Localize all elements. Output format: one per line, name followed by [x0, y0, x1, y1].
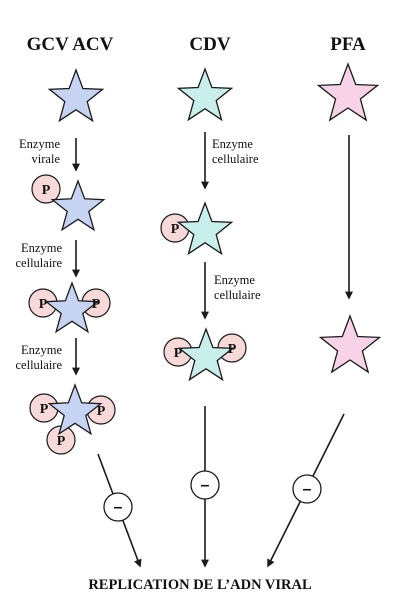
inhibition-minus: – [201, 477, 210, 494]
column-title-pfa: PFA [330, 34, 366, 55]
cdv-monophosphate-star [176, 201, 234, 256]
gcv-acv-monophosphate-star [50, 179, 106, 232]
column-title-cdv: CDV [189, 34, 230, 55]
gcv-acv-drug-star [47, 68, 105, 123]
cdv-step2-label-line2: cellulaire [214, 288, 261, 302]
phosphate-circle [31, 174, 61, 204]
phosphate-label: P [228, 342, 237, 357]
pfa-inhibition-sign [292, 474, 322, 504]
gcv-inhibition-sign [103, 492, 133, 522]
cdv-inhibition-sign [190, 470, 220, 500]
phosphate-label: P [40, 402, 49, 417]
cdv-step2-label-line1: Enzyme [214, 273, 255, 287]
inhibition-minus: – [114, 499, 123, 516]
phosphate-label: P [174, 346, 183, 361]
cdv-step1-label-line1: Enzyme [212, 137, 253, 151]
phosphate-label: P [39, 297, 48, 312]
pfa-drug-star [316, 62, 380, 122]
pfa-drug-star-active [318, 314, 382, 374]
cdv-step1-label-line2: cellulaire [212, 152, 259, 166]
cdv-drug-star [176, 67, 234, 122]
column-title-gcv-acv: GCV ACV [27, 34, 114, 55]
viral-dna-replication-label: REPLICATION DE L’ADN VIRAL [88, 577, 312, 593]
phosphate-label: P [171, 222, 180, 237]
gcv-acv-triphosphate-star [47, 383, 103, 436]
inhibition-minus: – [303, 481, 312, 498]
phosphate-label: P [97, 404, 106, 419]
gcv-step3-label-line1: Enzyme [21, 343, 62, 357]
cdv-diphosphate-star [177, 327, 235, 382]
phosphate-label: P [42, 183, 51, 198]
gcv-step3-label-line2: cellulaire [16, 358, 63, 372]
phosphate-label: P [57, 434, 66, 449]
gcv-acv-diphosphate-star [44, 281, 100, 334]
gcv-step2-label-line2: cellulaire [16, 256, 63, 270]
phosphate-label: P [92, 297, 101, 312]
gcv-step1-label-line1: Enzyme [19, 137, 60, 151]
gcv-step2-label-line1: Enzyme [21, 241, 62, 255]
gcv-step1-label-line2: virale [32, 152, 61, 166]
